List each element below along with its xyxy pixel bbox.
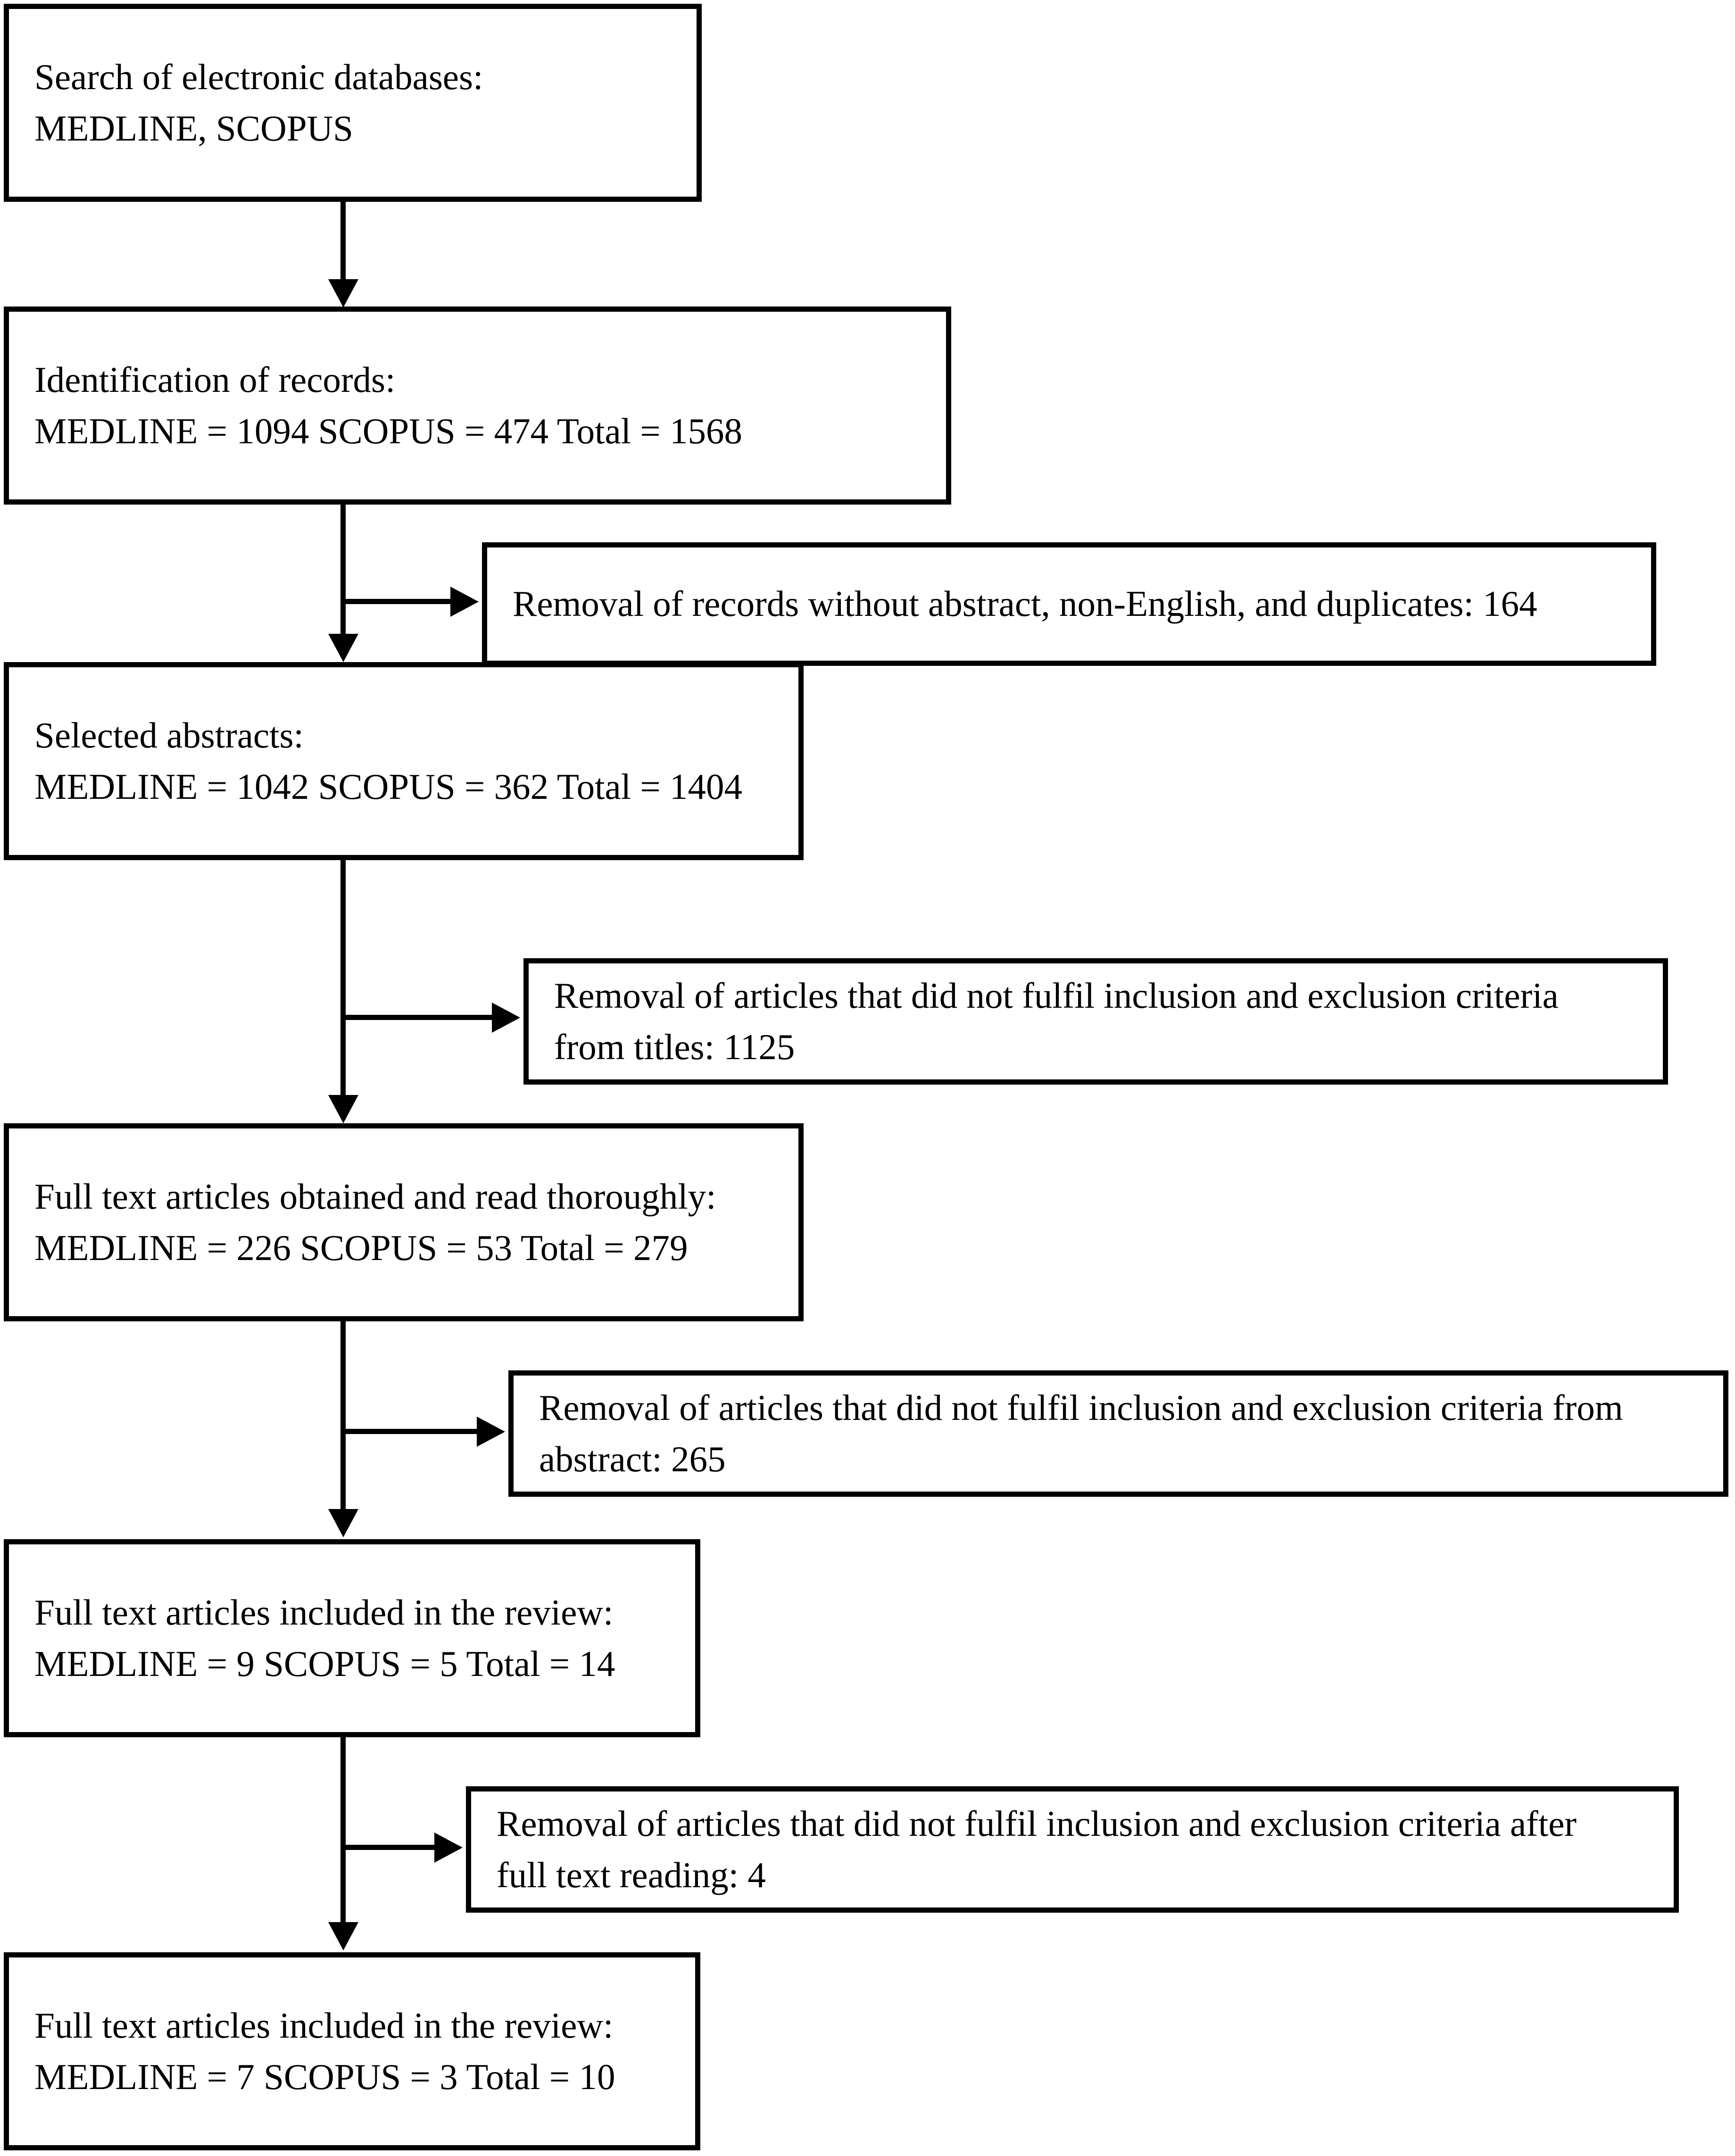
node-exclusion-3-line-2: abstract: 265 [539,1439,726,1479]
branch-line-to-exclusion-2 [346,1015,495,1020]
arrowhead-right-to-exclusion-1 [450,587,479,617]
node-exclusion-2-line-2: from titles: 1125 [554,1027,795,1067]
branch-line-to-exclusion-4 [346,1845,437,1850]
arrowhead-down-to-selected [328,634,358,662]
node-included10-line-1: Full text articles included in the revie… [34,2005,614,2046]
node-exclusion-3-line-1: Removal of articles that did not fulfil … [539,1387,1623,1428]
node-fulltext-obtained: Full text articles obtained and read tho… [4,1123,804,1321]
arrowhead-down-to-included14 [328,1509,358,1537]
arrowhead-down-to-identification [328,279,358,307]
node-selected-line-1: Selected abstracts: [34,714,304,755]
node-search-of-databases: Search of electronic databases: MEDLINE,… [4,4,702,202]
node-included-in-review-10: Full text articles included in the revie… [4,1952,700,2150]
connector-selected-to-fulltext-lower [340,993,346,1097]
node-included14-line-1: Full text articles included in the revie… [34,1592,614,1633]
node-identification-line-1: Identification of records: [34,359,396,400]
node-exclusion-after-fulltext-reading: Removal of articles that did not fulfil … [466,1786,1679,1913]
node-exclusion-4-line-2: full text reading: 4 [497,1855,766,1895]
node-fulltext-line-2: MEDLINE = 226 SCOPUS = 53 Total = 279 [34,1227,688,1268]
node-identification-of-records: Identification of records: MEDLINE = 109… [4,307,951,505]
node-included-in-review-14: Full text articles included in the revie… [4,1539,700,1737]
arrowhead-down-to-fulltext [328,1095,358,1123]
branch-line-to-exclusion-3 [346,1429,480,1434]
node-identification-line-2: MEDLINE = 1094 SCOPUS = 474 Total = 1568 [34,411,742,451]
node-included14-line-2: MEDLINE = 9 SCOPUS = 5 Total = 14 [34,1643,615,1684]
node-exclusion-from-titles: Removal of articles that did not fulfil … [523,958,1668,1085]
node-included10-line-2: MEDLINE = 7 SCOPUS = 3 Total = 10 [34,2056,615,2097]
connector-included14-to-included10 [340,1737,346,1925]
node-exclusion-4-line-1: Removal of articles that did not fulfil … [497,1803,1577,1844]
node-search-line-2: MEDLINE, SCOPUS [34,108,353,149]
arrowhead-down-to-included10 [328,1922,358,1950]
node-selected-abstracts: Selected abstracts: MEDLINE = 1042 SCOPU… [4,662,804,860]
connector-identification-to-selected [340,505,346,636]
branch-line-to-exclusion-1 [346,599,453,604]
node-search-line-1: Search of electronic databases: [34,56,483,97]
node-fulltext-line-1: Full text articles obtained and read tho… [34,1176,716,1217]
node-exclusion-records-no-abstract: Removal of records without abstract, non… [482,542,1656,666]
node-exclusion-from-abstract: Removal of articles that did not fulfil … [508,1370,1728,1497]
node-exclusion-1-line-1: Removal of records without abstract, non… [513,583,1537,624]
connector-search-to-identification [340,202,346,281]
connector-fulltext-to-included14 [340,1321,346,1512]
connector-selected-to-fulltext [340,860,346,993]
node-selected-line-2: MEDLINE = 1042 SCOPUS = 362 Total = 1404 [34,766,742,807]
node-exclusion-2-line-1: Removal of articles that did not fulfil … [554,975,1559,1016]
arrowhead-right-to-exclusion-2 [492,1003,520,1033]
arrowhead-right-to-exclusion-4 [434,1833,463,1863]
arrowhead-right-to-exclusion-3 [477,1417,505,1447]
